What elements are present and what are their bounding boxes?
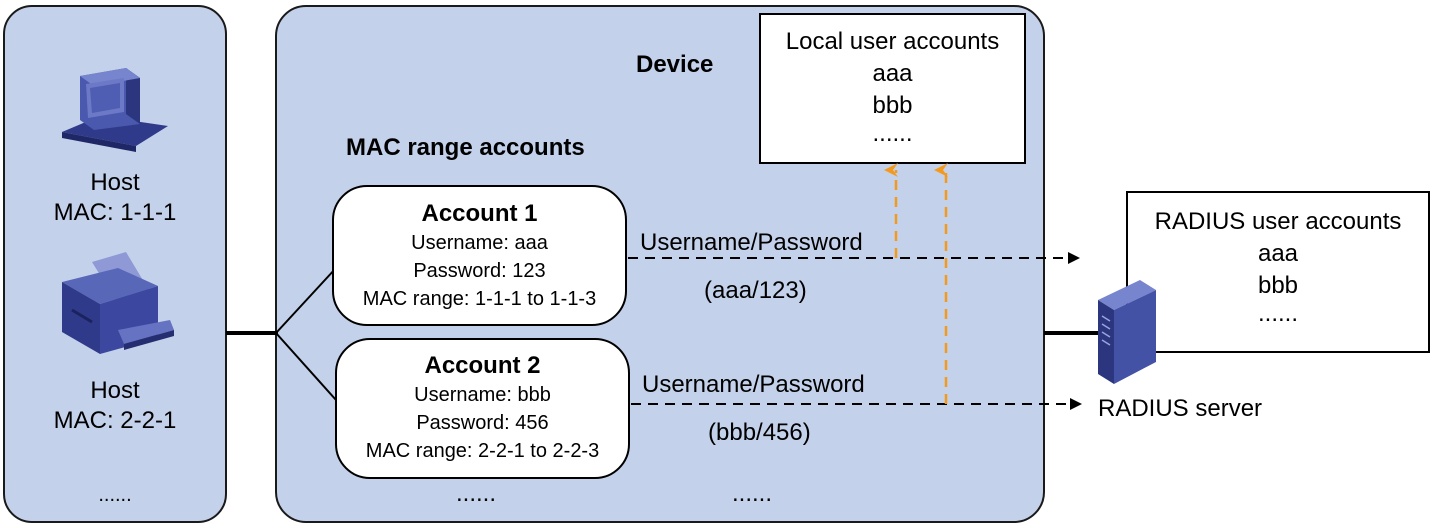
- account1-box: [332, 185, 627, 326]
- account2-password: Password: 456: [416, 412, 549, 434]
- flow1-credentials: (aaa/123): [704, 277, 807, 304]
- radius-accounts-title: RADIUS user accounts: [1154, 208, 1402, 235]
- host2-label: Host: [90, 377, 140, 404]
- device-title: Device: [636, 51, 714, 78]
- more-accounts: ......: [456, 480, 497, 507]
- account2-title: Account 2: [424, 352, 541, 379]
- more-hosts: ......: [98, 484, 132, 506]
- account1-username: Username: aaa: [411, 232, 548, 254]
- radius-accounts-box: [1126, 191, 1430, 353]
- account2-box: [335, 338, 630, 479]
- desktop-computer-icon: [62, 68, 168, 152]
- printer-icon: [62, 252, 174, 354]
- account1-title: Account 1: [421, 200, 538, 227]
- server-icon: [1098, 280, 1156, 384]
- flow2-label: Username/Password: [642, 371, 865, 398]
- radius-account-entry: aaa: [1257, 240, 1299, 267]
- radius-account-entry: ......: [1257, 300, 1298, 327]
- radius-server-label: RADIUS server: [1098, 395, 1263, 422]
- radius-account-entry: bbb: [1257, 272, 1299, 299]
- local-account-entry: bbb: [872, 92, 913, 119]
- local-account-entry: aaa: [872, 60, 913, 87]
- host2-mac: MAC: 2-2-1: [53, 407, 177, 434]
- account1-mac-range: MAC range: 1-1-1 to 1-1-3: [362, 288, 597, 310]
- account1-password: Password: 123: [413, 260, 546, 282]
- flow2-credentials: (bbb/456): [708, 419, 811, 446]
- branch-to-account2: [275, 332, 337, 401]
- local-account-entry: ......: [872, 120, 913, 147]
- host1-mac: MAC: 1-1-1: [53, 199, 177, 226]
- flow1-label: Username/Password: [640, 229, 863, 256]
- more-flows: ......: [732, 480, 773, 507]
- local-accounts-title: Local user accounts: [785, 28, 1000, 55]
- account2-mac-range: MAC range: 2-2-1 to 2-2-3: [365, 440, 600, 462]
- branch-to-account1: [275, 267, 337, 334]
- host1-label: Host: [90, 169, 140, 196]
- account2-username: Username: bbb: [414, 384, 551, 406]
- local-accounts-box: [759, 13, 1026, 164]
- mac-range-title: MAC range accounts: [346, 134, 585, 161]
